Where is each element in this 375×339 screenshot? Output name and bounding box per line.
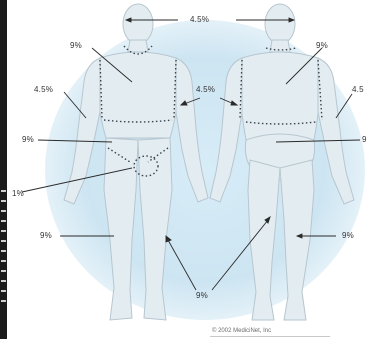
label-back-arm: 4.5 xyxy=(352,86,364,94)
label-back-upper: 9% xyxy=(316,42,328,50)
label-front-chest: 9% xyxy=(70,42,82,50)
label-back-leg: 9% xyxy=(342,232,354,240)
copyright-text: © 2002 MediciNet, Inc xyxy=(212,328,271,334)
label-front-abdomen: 9% xyxy=(22,136,34,144)
label-front-arm: 4.5% xyxy=(34,86,53,94)
back-head xyxy=(265,4,295,44)
copyright-underline xyxy=(210,336,330,337)
front-torso xyxy=(98,52,178,138)
label-bottom-legs: 9% xyxy=(196,292,208,300)
label-head: 4.5% xyxy=(190,16,209,24)
label-center-arms: 4.5% xyxy=(196,86,215,94)
front-head xyxy=(123,4,153,44)
label-genitals: 1% xyxy=(12,190,24,198)
back-torso xyxy=(240,52,320,140)
label-front-leg: 9% xyxy=(40,232,52,240)
left-edge-strip xyxy=(0,0,7,339)
label-back-lower: 9 xyxy=(362,136,367,144)
front-neck xyxy=(128,40,148,52)
